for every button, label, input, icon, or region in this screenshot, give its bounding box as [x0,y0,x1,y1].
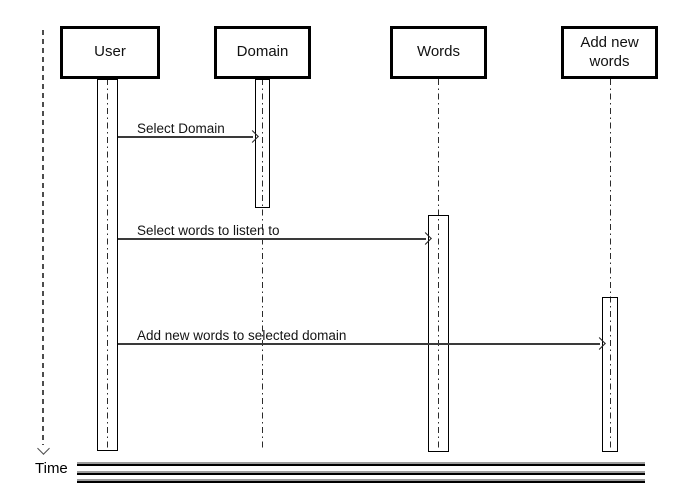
message-label-select-domain: Select Domain [137,121,225,136]
message-select-words: Select words to listen to [118,220,432,246]
lifeline-add-new-words [609,79,611,450]
message-add-new-words: Add new words to selected domain [118,325,606,351]
lifeline-domain [261,79,263,450]
activation-bar-user [97,79,118,451]
time-axis-label: Time [35,460,68,477]
actor-label-words: Words [416,43,461,61]
lifeline-user [107,79,109,450]
lifeline-words [437,79,439,450]
message-line [118,238,426,240]
actor-label-user: User [94,43,126,61]
actor-label-add-new-words: Add new words [580,33,639,70]
actor-box-add-new-words: Add new words [561,26,658,79]
message-label-select-words: Select words to listen to [137,223,280,238]
time-axis-line [42,30,44,445]
message-line [118,343,600,345]
message-label-add-new-words: Add new words to selected domain [137,328,347,343]
timeline-baseline [77,464,645,466]
message-select-domain: Select Domain [118,118,259,144]
timeline-baseline [77,472,645,475]
actor-label-domain: Domain [236,43,289,61]
timeline-baseline [77,481,645,483]
activation-bar-domain [255,79,270,208]
actor-box-domain: Domain [214,26,311,79]
actor-box-words: Words [390,26,487,79]
activation-bar-words [428,215,449,452]
activation-bar-add-new-words [602,297,618,452]
time-axis-arrow-down-icon [37,442,50,455]
actor-box-user: User [60,26,160,79]
message-line [118,136,253,138]
